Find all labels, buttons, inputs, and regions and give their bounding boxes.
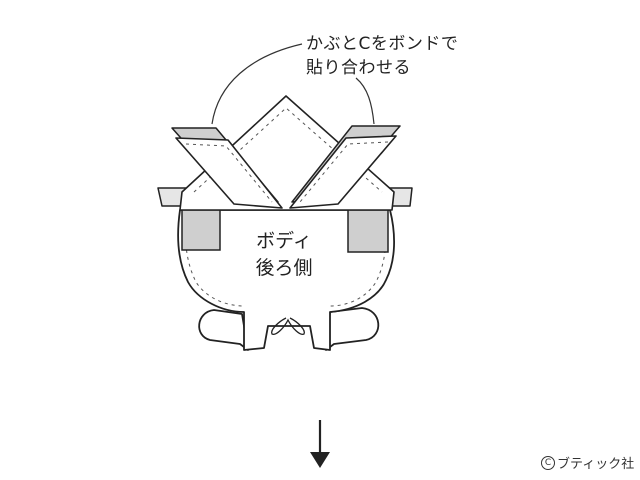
callout-line-2: 貼り合わせる <box>306 58 411 78</box>
body-label-line-2: 後ろ側 <box>255 257 313 279</box>
callout-line-1: かぶとCをボンドで <box>306 34 459 54</box>
body-stitch-right <box>329 221 387 307</box>
right-ear-flap <box>347 209 389 253</box>
right-arm <box>325 307 380 351</box>
down-arrow-icon <box>310 420 330 468</box>
body-back-label: ボディ 後ろ側 <box>248 228 320 282</box>
body-label-line-1: ボディ <box>256 230 312 252</box>
copyright-notice: C ブティック社 <box>541 453 634 472</box>
body-outline <box>177 209 395 351</box>
body-back <box>177 209 395 351</box>
kabuto-helmet <box>157 95 413 211</box>
leader-line-left <box>211 43 303 125</box>
copyright-text: ブティック社 <box>557 457 635 472</box>
left-arm <box>198 309 249 351</box>
bow-string <box>271 317 305 335</box>
leader-line-right <box>355 77 375 125</box>
horn-left <box>175 137 283 209</box>
callout-instruction: かぶとCをボンドで 貼り合わせる <box>306 32 458 80</box>
copyright-icon: C <box>541 455 555 470</box>
horn-right <box>289 135 397 209</box>
left-ear-flap <box>181 209 221 251</box>
